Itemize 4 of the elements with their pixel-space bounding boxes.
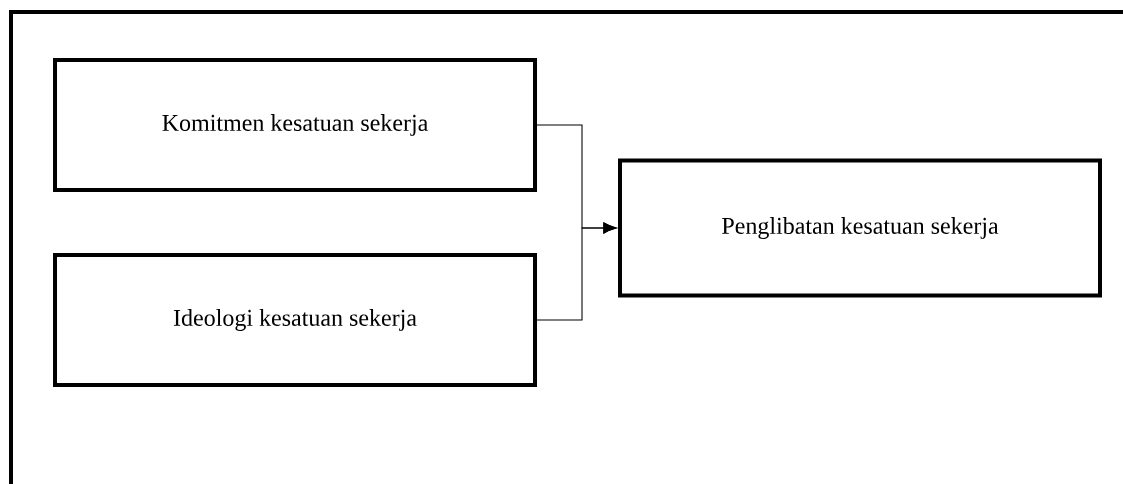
arrow (536, 222, 617, 321)
text-box: Penglibatan kesatuan sekerja (618, 158, 1102, 298)
text-box: Komitmen kesatuan sekerja (53, 58, 537, 192)
text-box: Ideologi kesatuan sekerja (53, 253, 537, 387)
